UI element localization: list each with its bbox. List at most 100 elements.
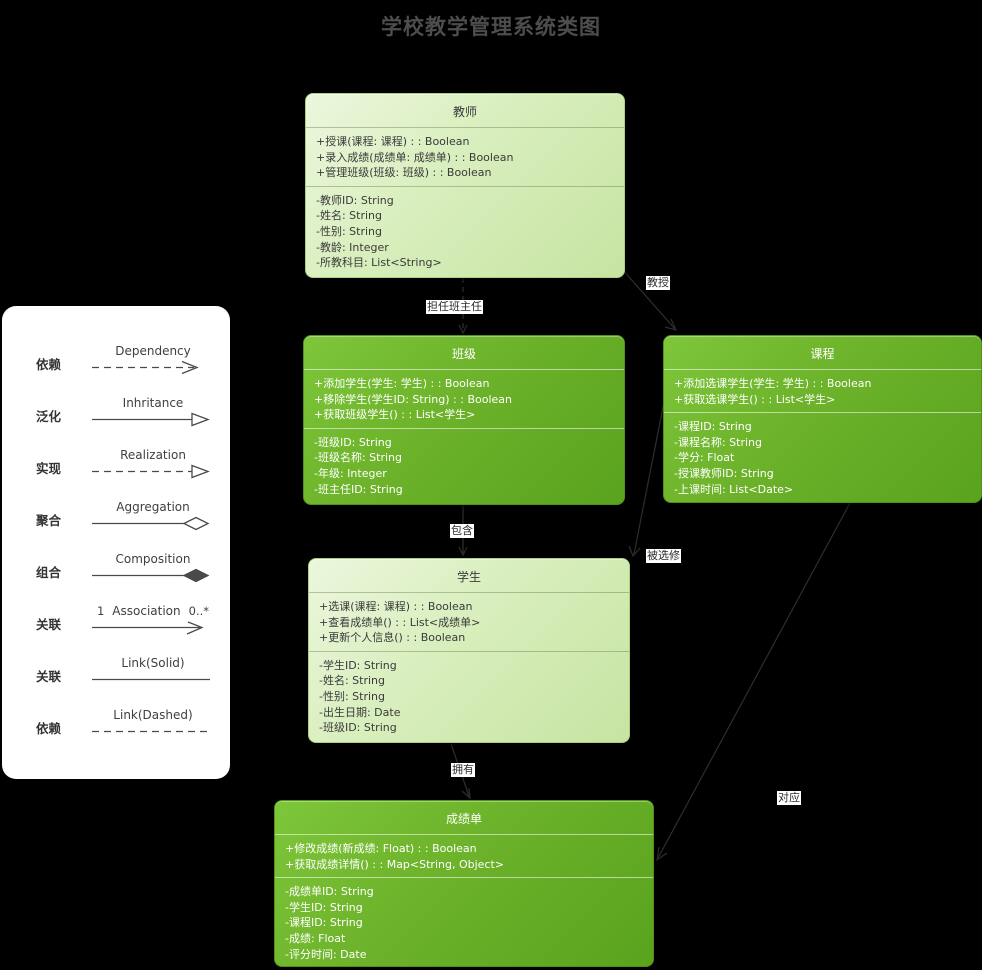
- divider: [309, 650, 629, 652]
- divider: [304, 427, 624, 429]
- solid-line-symbol: [92, 678, 210, 681]
- legend-row: 组合 Composition: [2, 538, 230, 590]
- class-title: 成绩单: [445, 812, 482, 826]
- class-title: 课程: [810, 347, 835, 361]
- divider: [275, 877, 653, 879]
- member-row: -成绩: Float: [285, 931, 346, 945]
- legend-term-label: 泛化: [36, 409, 62, 424]
- methods-section: +授课(课程: 课程) : : Boolean+录入成绩(成绩单: 成绩单) :…: [306, 128, 624, 186]
- class-title: 班级: [451, 347, 476, 361]
- legend-term-label: 聚合: [36, 513, 62, 528]
- legend-term-label: 实现: [36, 461, 62, 476]
- legend-symbol: Link(Dashed): [90, 708, 216, 740]
- legend-symbol-name: Inhritance: [122, 396, 184, 410]
- methods-section: +选课(课程: 课程) : : Boolean+查看成绩单() : : List…: [309, 593, 629, 651]
- legend-symbol-labels: Link(Dashed): [90, 708, 216, 723]
- legend-symbol-name: Aggregation: [116, 500, 190, 514]
- member-row: -班级名称: String: [314, 451, 402, 465]
- legend-symbol-name: Realization: [120, 448, 186, 462]
- legend-row: 关联 Link(Solid): [2, 642, 230, 694]
- attributes-section: -学生ID: String-姓名: String-性别: String-出生日期…: [309, 652, 629, 741]
- member-row: +管理班级(班级: 班级) : : Boolean: [316, 166, 492, 180]
- edge-label-contains: 包含: [450, 524, 474, 538]
- attributes-section: -成绩单ID: String-学生ID: String -课程ID: String…: [275, 878, 653, 966]
- attributes-section: -课程ID: String-课程名称: String-学分: Float-授课教…: [664, 413, 981, 502]
- member-row: -班级ID: String: [314, 435, 392, 449]
- class-title: 教师: [452, 105, 477, 119]
- methods-section: +添加选课学生(学生: 学生) : : Boolean +获取选课学生() : :…: [664, 370, 981, 412]
- legend-symbol-labels: Composition: [90, 552, 216, 567]
- legend-symbol-labels: Dependency: [90, 344, 216, 359]
- legend-symbol: Aggregation: [90, 500, 216, 532]
- open-diamond-symbol: [92, 516, 210, 531]
- open-arrow-symbol: [92, 621, 204, 635]
- class-box-report-card[interactable]: 成绩单 +修改成绩(新成绩: Float) : : Boolean +获取成绩详情…: [274, 800, 654, 967]
- legend-symbol: Inhritance: [90, 396, 216, 428]
- divider: [306, 127, 624, 128]
- methods-section: +添加学生(学生: 学生) : : Boolean+移除学生(学生ID: Str…: [304, 370, 624, 428]
- member-row: -姓名: String: [319, 674, 385, 688]
- divider: [309, 592, 629, 593]
- member-row: +添加选课学生(学生: 学生) : : Boolean: [674, 377, 872, 390]
- class-box-teacher[interactable]: 教师 +授课(课程: 课程) : : Boolean+录入成绩(成绩单: 成绩单…: [305, 93, 625, 278]
- member-row: -学生ID: String: [285, 900, 363, 914]
- member-row: +添加学生(学生: 学生) : : Boolean: [314, 377, 490, 390]
- member-row: -评分时间: Date: [285, 947, 367, 961]
- member-row: -出生日期: Date: [319, 705, 401, 719]
- solid-triangle-arrow-symbol: [92, 412, 210, 427]
- filled-diamond-symbol: [92, 568, 210, 583]
- member-row: -班级ID: String: [319, 721, 397, 735]
- member-row: +获取成绩详情() : : Map<String, Object>: [285, 857, 504, 871]
- legend-row: 依赖 Link(Dashed): [2, 694, 230, 746]
- multiplicity-right: 0..*: [188, 604, 210, 618]
- member-row: -授课教师ID: String: [674, 466, 774, 480]
- legend-term-label: 组合: [36, 565, 62, 580]
- legend-symbol: Composition: [90, 552, 216, 584]
- class-box-class[interactable]: 班级 +添加学生(学生: 学生) : : Boolean+移除学生(学生ID: …: [303, 335, 625, 505]
- class-title: 学生: [456, 570, 481, 584]
- member-row: -教师ID: String: [316, 193, 394, 207]
- class-box-course[interactable]: 课程 +添加选课学生(学生: 学生) : : Boolean +获取选课学生() …: [663, 335, 982, 503]
- member-row: -课程ID: String: [674, 420, 752, 434]
- edge-label-owns: 拥有: [451, 763, 475, 777]
- member-row: -性别: String: [319, 689, 385, 703]
- legend-symbol: Link(Solid): [90, 656, 216, 688]
- member-row: +更新个人信息() : : Boolean: [319, 631, 466, 645]
- dashed-open-arrow-symbol: [92, 360, 199, 375]
- dashed-triangle-arrow-symbol: [92, 464, 210, 479]
- legend-symbol-name: Composition: [115, 552, 191, 566]
- edge-label-teaches: 教授: [646, 276, 670, 290]
- member-row: -性别: String: [316, 224, 382, 238]
- member-row: -课程ID: String: [285, 916, 363, 930]
- divider: [304, 369, 624, 370]
- legend-symbol-labels: Inhritance: [90, 396, 216, 411]
- member-row: -姓名: String: [316, 209, 382, 223]
- member-row: +修改成绩(新成绩: Float) : : Boolean: [285, 842, 477, 855]
- diagram-title: 学校教学管理系统类图: [381, 15, 601, 39]
- member-row: +授课(课程: 课程) : : Boolean: [316, 135, 470, 148]
- divider: [306, 185, 624, 187]
- member-row: -成绩单ID: String: [285, 885, 374, 899]
- class-box-student[interactable]: 学生 +选课(课程: 课程) : : Boolean+查看成绩单() : : L…: [308, 558, 630, 743]
- divider: [664, 412, 981, 414]
- edge-label-corresponds-to: 对应: [777, 791, 801, 805]
- member-row: -班主任ID: String: [314, 482, 403, 496]
- legend-term-label: 关联: [36, 617, 62, 632]
- edge-label-homeroom: 担任班主任: [426, 300, 483, 314]
- member-row: -上课时间: List<Date>: [674, 482, 794, 496]
- multiplicity-left: 1: [96, 604, 105, 618]
- member-row: +选课(课程: 课程) : : Boolean: [319, 600, 473, 613]
- legend-symbol-labels: Link(Solid): [90, 656, 216, 671]
- legend-symbol: Dependency: [90, 344, 216, 376]
- legend-term-label: 依赖: [36, 721, 62, 736]
- member-row: +获取选课学生() : : List<学生>: [674, 392, 836, 406]
- divider: [664, 369, 981, 370]
- legend-term-label: 关联: [36, 669, 62, 684]
- member-row: -学分: Float: [674, 451, 735, 465]
